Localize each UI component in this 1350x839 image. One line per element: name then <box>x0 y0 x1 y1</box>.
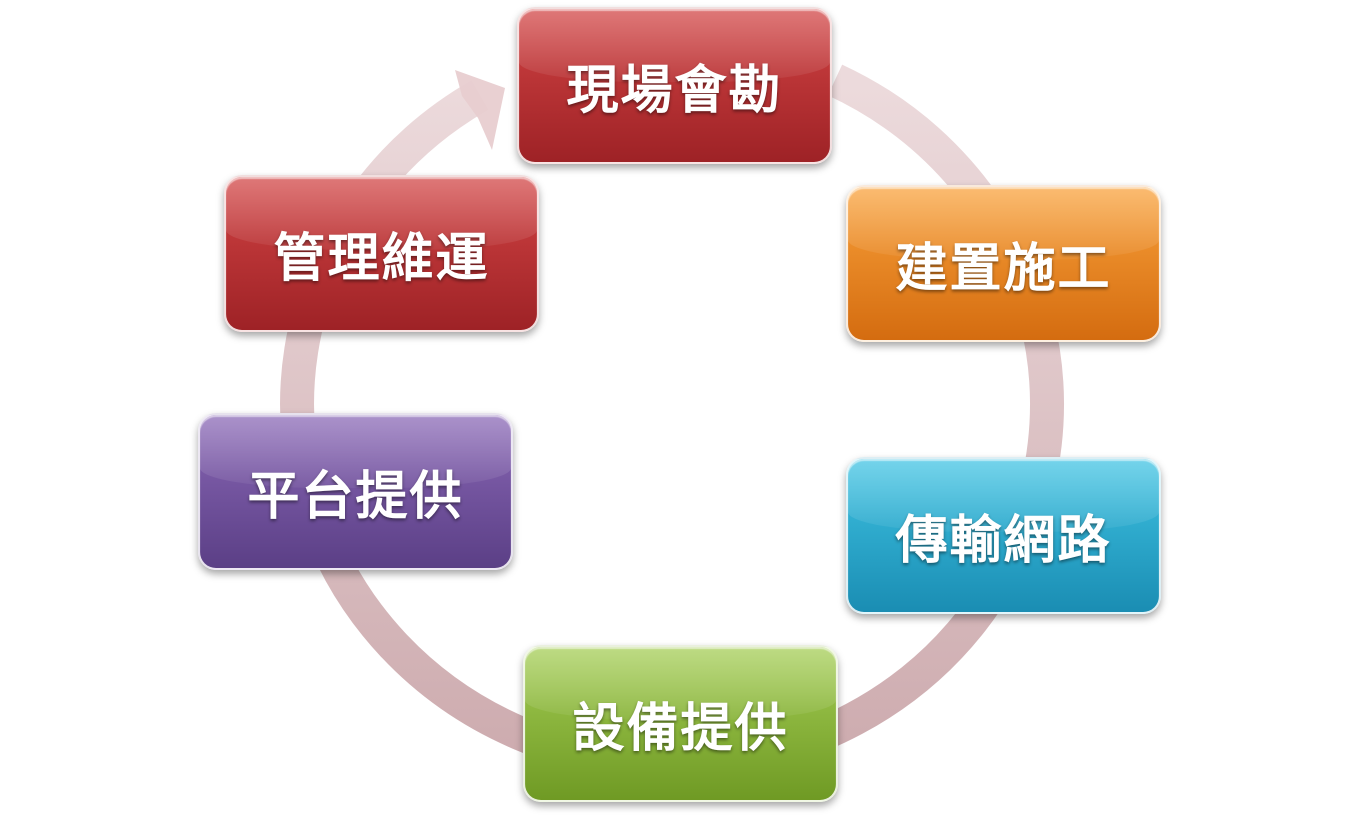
step-platform[interactable]: 平台提供 <box>198 413 513 570</box>
step-network-label: 傳輸網路 <box>895 511 1112 571</box>
step-survey[interactable]: 現場會勘 <box>517 7 832 164</box>
step-network[interactable]: 傳輸網路 <box>846 457 1161 614</box>
step-ops[interactable]: 管理維運 <box>224 175 539 332</box>
step-build[interactable]: 建置施工 <box>846 185 1161 342</box>
step-survey-label: 現場會勘 <box>566 61 783 121</box>
step-build-label: 建置施工 <box>895 239 1112 299</box>
step-equipment-label: 設備提供 <box>572 699 789 759</box>
step-ops-label: 管理維運 <box>273 229 490 289</box>
step-platform-label: 平台提供 <box>247 467 464 527</box>
step-equipment[interactable]: 設備提供 <box>523 645 838 802</box>
ring-arrowhead-icon <box>455 70 505 150</box>
